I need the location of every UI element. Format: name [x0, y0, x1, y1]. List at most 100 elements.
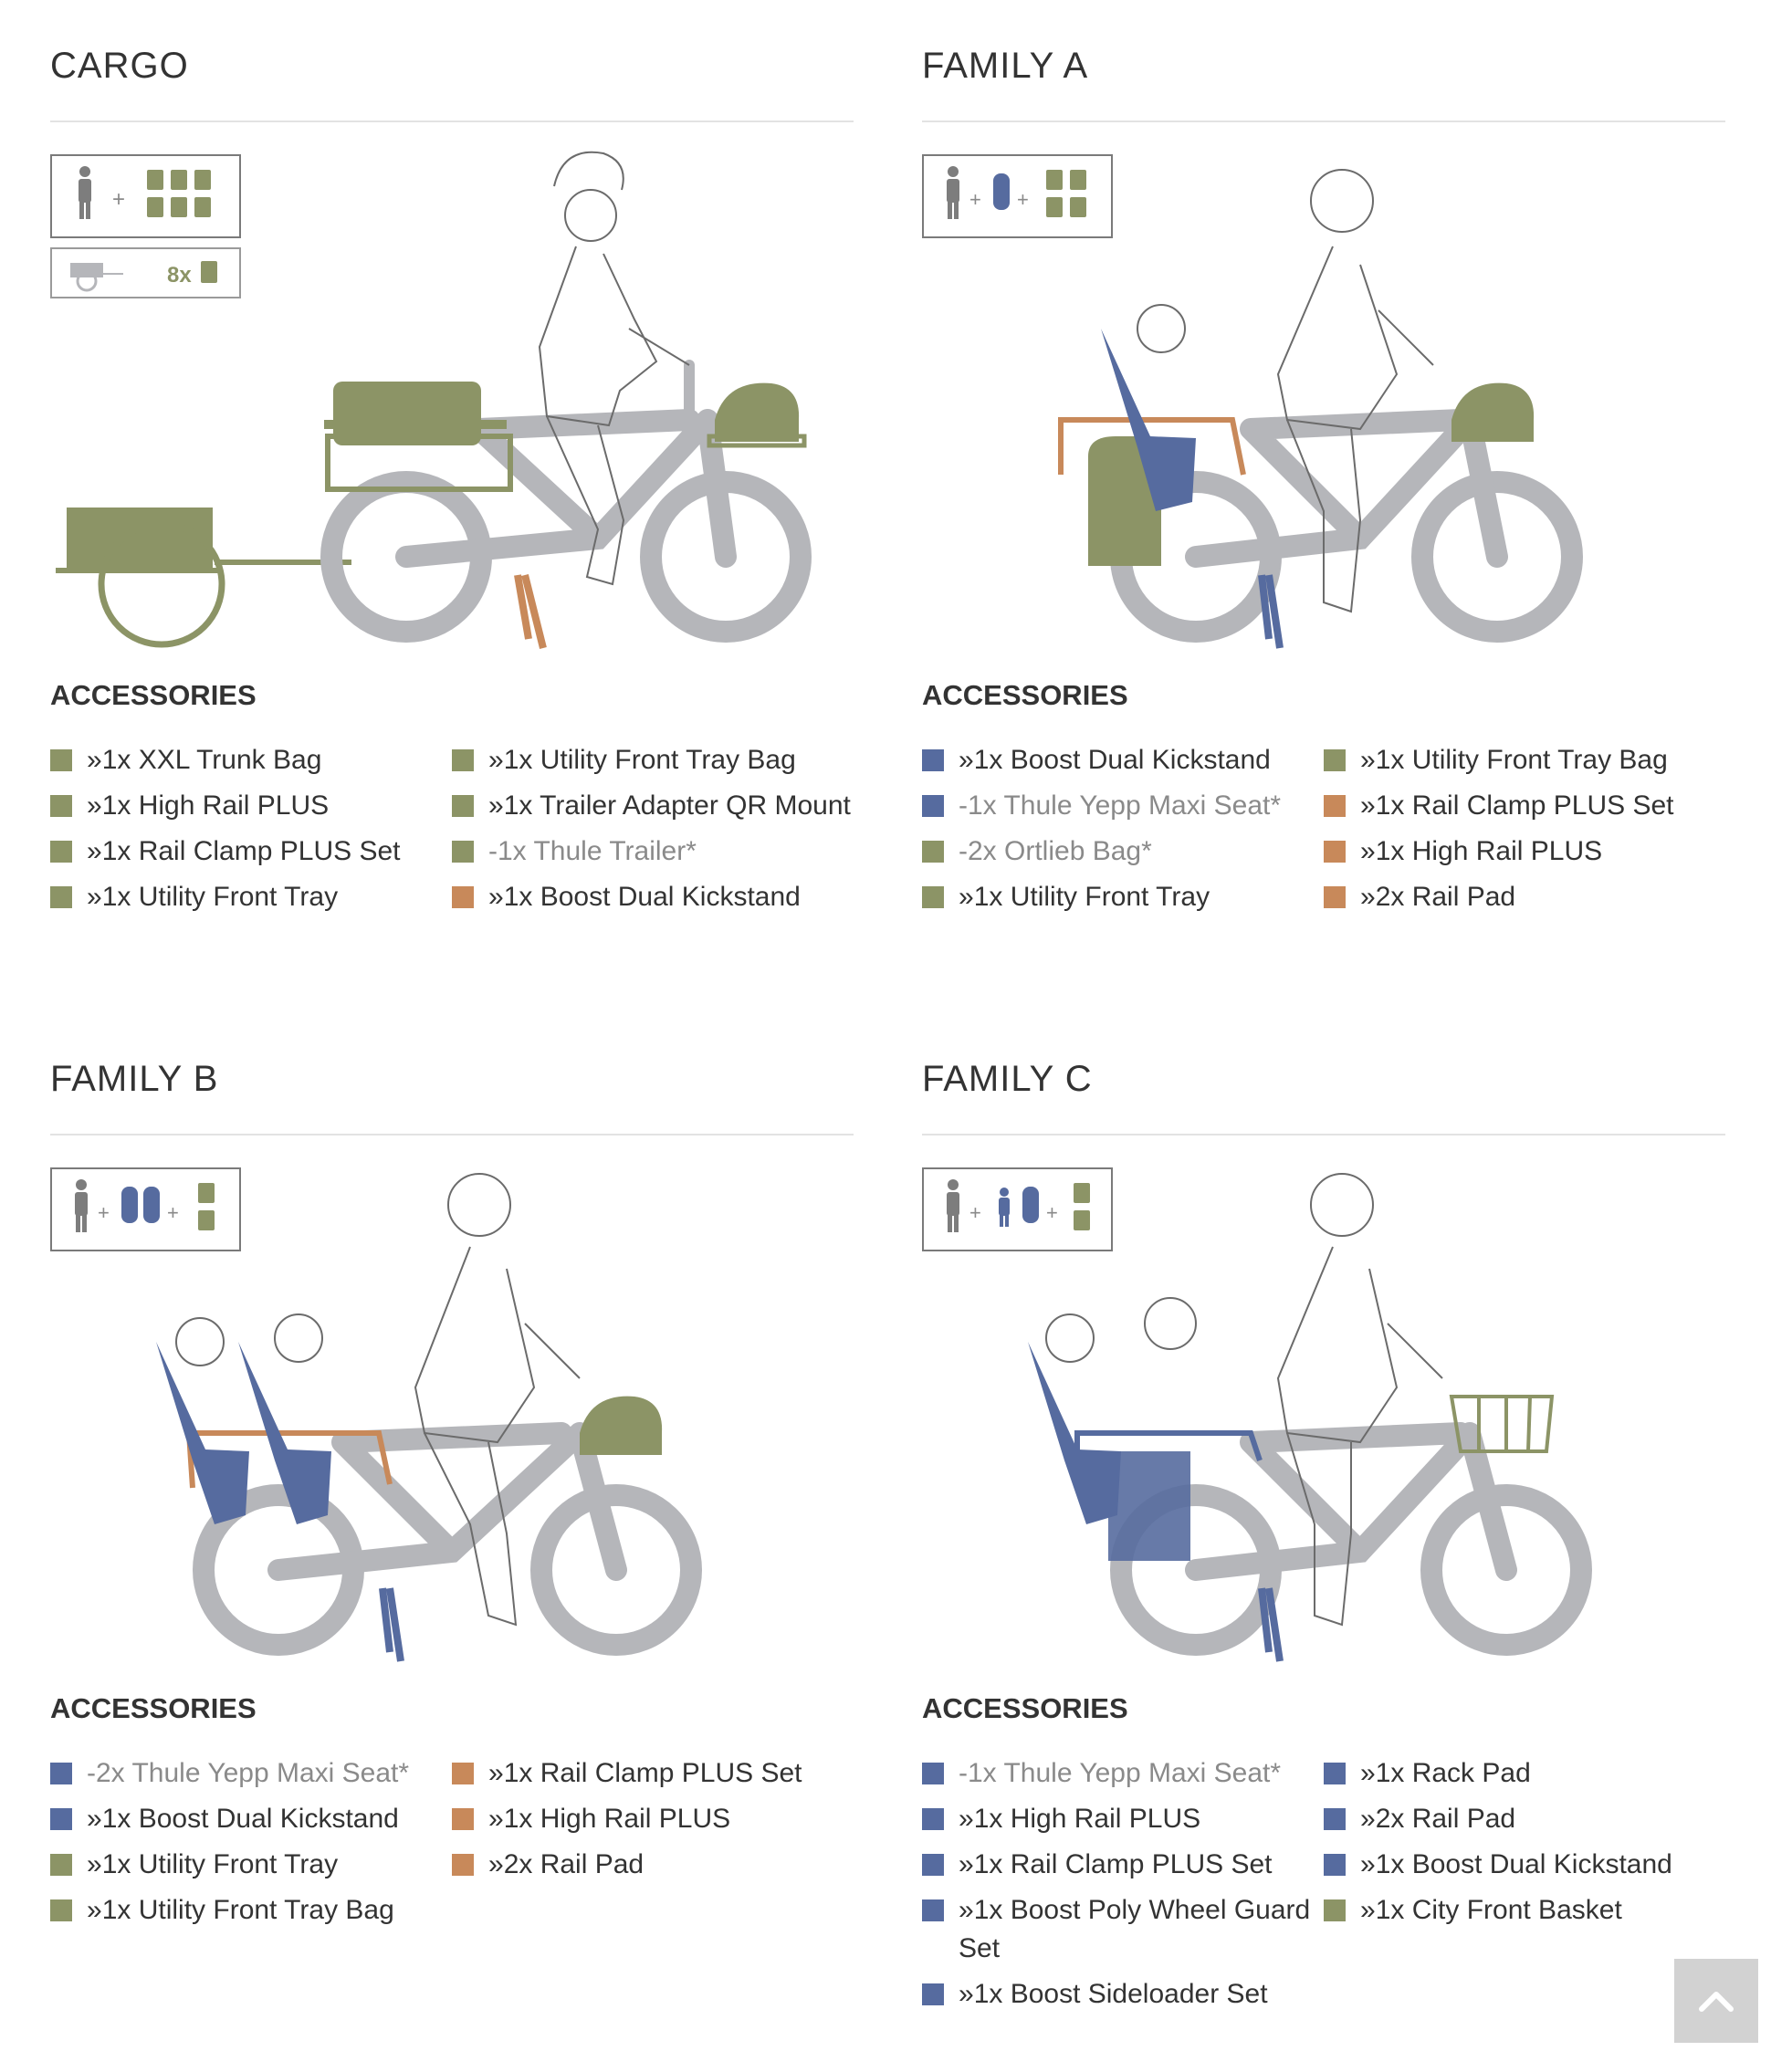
accessory-item: »1x Rail Clamp PLUS Set — [50, 832, 452, 871]
accessory-item: »1x High Rail PLUS — [50, 787, 452, 825]
color-swatch — [922, 795, 944, 817]
color-swatch — [452, 749, 474, 771]
accessory-label: »1x Boost Dual Kickstand — [1360, 1849, 1672, 1879]
color-swatch — [1324, 749, 1346, 771]
color-swatch — [1324, 1854, 1346, 1876]
accessory-label: »1x Utility Front Tray — [87, 882, 339, 912]
rider — [1276, 169, 1434, 613]
color-swatch — [50, 795, 72, 817]
rider-icon — [75, 1179, 88, 1232]
accessory-label: »1x High Rail PLUS — [1360, 836, 1603, 866]
color-swatch — [922, 749, 944, 771]
trailer-count: 8x — [167, 263, 192, 288]
accessory-label: »2x Rail Pad — [488, 1849, 644, 1879]
accessory-item: »1x Rail Clamp PLUS Set — [1324, 787, 1725, 825]
accessories-heading: ACCESSORIES — [922, 1692, 1128, 1724]
kickstand — [1258, 574, 1284, 649]
accessory-column: »1x Utility Front Tray Bag »1x Rail Clam… — [1324, 741, 1725, 924]
color-swatch — [452, 1808, 474, 1830]
color-swatch — [452, 795, 474, 817]
color-swatch — [1324, 841, 1346, 863]
color-swatch — [922, 841, 944, 863]
svg-text:+: + — [1046, 1201, 1058, 1224]
divider — [922, 120, 1725, 122]
kickstand — [1258, 1587, 1284, 1662]
back-to-top-button[interactable] — [1674, 1959, 1758, 2043]
accessory-label: »1x Utility Front Tray Bag — [87, 1895, 394, 1925]
accessory-item: »2x Rail Pad — [1324, 1800, 1725, 1838]
child-seat-icon — [993, 173, 1010, 210]
accessory-label: »1x Boost Poly Wheel Guard Set — [959, 1895, 1311, 1963]
capacity-badge: + + — [922, 154, 1113, 238]
accessories-heading: ACCESSORIES — [50, 679, 257, 711]
accessory-item: »1x Utility Front Tray Bag — [452, 741, 854, 780]
child-seats — [156, 1342, 331, 1524]
accessory-column: -1x Thule Yepp Maxi Seat* »1x High Rail … — [922, 1754, 1324, 2021]
color-swatch — [50, 749, 72, 771]
accessory-item: »1x High Rail PLUS — [922, 1800, 1324, 1838]
svg-text:+: + — [969, 188, 981, 211]
svg-text:+: + — [167, 1201, 179, 1224]
svg-text:+: + — [112, 187, 125, 212]
accessory-label: -1x Thule Yepp Maxi Seat* — [959, 1758, 1282, 1788]
rider-icon — [947, 1179, 959, 1232]
child-icon — [999, 1188, 1010, 1227]
child-seat — [1028, 1342, 1190, 1561]
section-title: CARGO — [50, 46, 189, 86]
accessory-item: »1x Rail Clamp PLUS Set — [922, 1846, 1324, 1884]
trailer — [56, 508, 351, 648]
ortlieb-bag — [1088, 436, 1161, 566]
chevron-up-icon — [1699, 1992, 1734, 2012]
accessory-item: »1x Utility Front Tray Bag — [1324, 741, 1725, 780]
accessory-label: »1x Boost Sideloader Set — [959, 1979, 1268, 2009]
bag-icon — [1074, 1183, 1090, 1230]
accessory-label: »2x Rail Pad — [1360, 882, 1516, 912]
capacity-badge: + + — [922, 1167, 1113, 1251]
accessory-item: »1x Utility Front Tray — [50, 1846, 452, 1884]
color-swatch — [922, 1854, 944, 1876]
accessory-label: »1x Rail Clamp PLUS Set — [1360, 790, 1674, 821]
section-title: FAMILY C — [922, 1059, 1093, 1099]
child-seat-icon — [121, 1187, 160, 1223]
accessory-item: -1x Thule Trailer* — [452, 832, 854, 871]
front-tray-bag — [1451, 382, 1535, 442]
children — [1045, 1297, 1197, 1363]
accessory-item: -2x Ortlieb Bag* — [922, 832, 1324, 871]
accessory-label: »1x High Rail PLUS — [87, 790, 330, 821]
accessory-item: »1x Rack Pad — [1324, 1754, 1725, 1793]
rider-icon — [947, 166, 959, 219]
accessory-label: »1x Boost Dual Kickstand — [87, 1804, 399, 1834]
bag-icon — [198, 1183, 215, 1230]
color-swatch — [50, 841, 72, 863]
bag-icon — [147, 170, 211, 217]
accessory-item: »1x Boost Dual Kickstand — [50, 1800, 452, 1838]
accessory-item: »1x Utility Front Tray Bag — [50, 1891, 452, 1930]
bike — [193, 1422, 702, 1656]
xxl-trunk-bag — [324, 382, 513, 492]
capacity-badge: + + — [50, 1167, 241, 1251]
accessory-label: »1x Rack Pad — [1360, 1758, 1531, 1788]
rider-icon — [79, 166, 91, 219]
accessory-item: -2x Thule Yepp Maxi Seat* — [50, 1754, 452, 1793]
accessory-label: »1x Rail Clamp PLUS Set — [87, 836, 401, 866]
accessories-heading: ACCESSORIES — [922, 679, 1128, 711]
accessories-heading: ACCESSORIES — [50, 1692, 257, 1724]
accessory-label: -2x Thule Yepp Maxi Seat* — [87, 1758, 410, 1788]
accessory-item: »1x XXL Trunk Bag — [50, 741, 452, 780]
accessory-item: »1x Rail Clamp PLUS Set — [452, 1754, 854, 1793]
color-swatch — [50, 886, 72, 908]
svg-text:+: + — [98, 1201, 110, 1224]
accessory-column: »1x XXL Trunk Bag »1x High Rail PLUS »1x… — [50, 741, 452, 924]
child-seat — [1101, 304, 1196, 511]
accessory-item: »2x Rail Pad — [452, 1846, 854, 1884]
accessory-item: »2x Rail Pad — [1324, 878, 1725, 916]
section-title: FAMILY A — [922, 46, 1089, 86]
children — [175, 1313, 323, 1366]
accessory-label: -1x Thule Trailer* — [488, 836, 697, 866]
divider — [922, 1134, 1725, 1135]
accessory-label: »1x City Front Basket — [1360, 1895, 1622, 1925]
divider — [50, 120, 854, 122]
accessory-item: »1x Boost Sideloader Set — [922, 1975, 1324, 2014]
accessory-item: »1x Boost Poly Wheel Guard Set — [922, 1891, 1324, 1968]
rider — [1276, 1173, 1443, 1627]
